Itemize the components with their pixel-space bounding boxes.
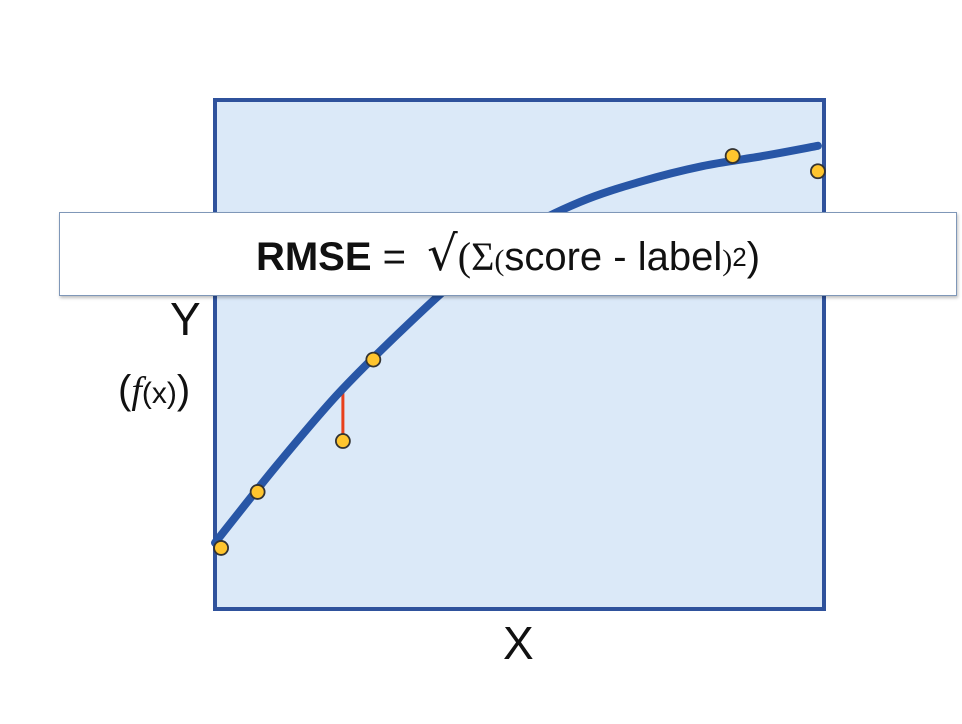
data-point-2 xyxy=(334,433,351,449)
data-point-0 xyxy=(213,540,229,556)
x-axis-label: X xyxy=(503,617,534,669)
fx-argument: (x) xyxy=(141,377,177,410)
points-layer xyxy=(213,148,826,556)
fx-function-symbol: f xyxy=(131,370,142,412)
formula-banner: RMSE = √ ( Σ ( score - label ) 2 ) xyxy=(59,212,957,296)
formula-equals: = xyxy=(371,235,418,279)
fx-close-paren: ) xyxy=(176,368,191,412)
formula-close-paren: ) xyxy=(746,235,761,279)
formula-inner-close: ) xyxy=(722,244,733,277)
data-point-3 xyxy=(365,351,382,368)
formula-open-paren: ( xyxy=(457,234,472,279)
sigma-symbol: Σ xyxy=(471,234,495,279)
sqrt-symbol: √ xyxy=(427,226,458,282)
data-point-1 xyxy=(249,484,266,500)
plot-area xyxy=(213,98,826,611)
fx-open-paren: ( xyxy=(118,368,132,412)
data-point-4 xyxy=(724,148,741,164)
formula-inner-open: ( xyxy=(494,244,505,277)
formula-exponent: 2 xyxy=(732,242,747,272)
rmse-formula: RMSE = √ ( Σ ( score - label ) 2 ) xyxy=(256,226,760,282)
fx-label: (f(x)) xyxy=(118,370,190,410)
data-point-5 xyxy=(810,163,826,180)
formula-lhs: RMSE xyxy=(255,235,372,279)
formula-body: score - label xyxy=(504,235,723,279)
y-axis-label: Y xyxy=(170,293,201,345)
